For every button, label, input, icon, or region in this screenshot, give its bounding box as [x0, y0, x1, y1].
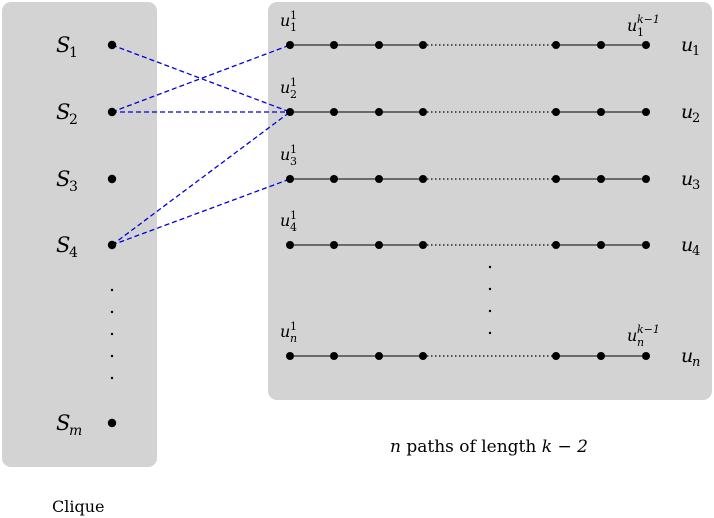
clique-vertex-s2: S 2: [56, 100, 117, 128]
first-node-subscript: 3: [290, 155, 297, 168]
first-node-subscript: 2: [290, 88, 297, 101]
clique-vertex-subscript: 1: [69, 45, 78, 61]
row-label: u: [681, 101, 693, 123]
paths-panel: [268, 2, 712, 400]
first-node-subscript: 4: [290, 221, 297, 234]
first-node-label: u: [280, 211, 290, 230]
paths-caption-text: paths of length: [401, 437, 542, 457]
last-node-subscript: n: [637, 336, 644, 349]
first-node-subscript: n: [290, 332, 297, 345]
path-nodes: [286, 352, 650, 360]
rows-ellipsis: [488, 265, 492, 335]
path-nodes: [286, 241, 650, 249]
clique-node: [107, 107, 117, 117]
path-nodes: [286, 41, 650, 49]
clique-vertex-s4: S 4: [56, 233, 117, 261]
clique-panel: [2, 2, 157, 467]
first-node-superscript: 1: [290, 76, 297, 89]
path-nodes: [286, 108, 650, 116]
row-label: u: [681, 234, 693, 256]
paths-caption-expr: k − 2: [542, 437, 588, 457]
row-label-subscript: 2: [692, 111, 700, 126]
clique-vertex-label: S: [56, 167, 70, 191]
row-label: u: [681, 34, 693, 56]
path-row-2: u 1 2 u 2: [280, 76, 700, 126]
first-node-label: u: [280, 322, 290, 341]
last-node-superscript: k−1: [637, 323, 660, 336]
path-rows: u 1 1 u k−1 1 u 1 u 1 2 u 2: [280, 9, 700, 370]
clique-vertex-label: S: [56, 33, 70, 57]
row-label-subscript: 1: [692, 44, 700, 59]
clique-node: [107, 40, 117, 50]
first-node-superscript: 1: [290, 320, 297, 333]
clique-vertex-subscript: 4: [69, 245, 78, 261]
last-node-label: u: [627, 326, 637, 345]
clique-vertex-s1: S 1: [56, 33, 117, 61]
row-label-subscript: 3: [692, 178, 700, 193]
first-node-label: u: [280, 11, 290, 30]
path-row-3: u 1 3 u 3: [280, 143, 700, 193]
clique-vertex-s3: S 3: [56, 167, 117, 195]
first-node-superscript: 1: [290, 209, 297, 222]
path-nodes: [286, 175, 650, 183]
clique-vertex-subscript: 2: [69, 112, 78, 128]
row-label-subscript: 4: [692, 244, 700, 259]
clique-node: [107, 418, 117, 428]
edge-s4-u2: [111, 111, 291, 246]
row-label-subscript: n: [692, 355, 700, 370]
first-node-label: u: [280, 78, 290, 97]
clique-vertex-sm: S m: [56, 411, 117, 439]
clique-node: [107, 240, 117, 250]
clique-ellipsis: [110, 288, 114, 380]
path-row-1: u 1 1 u k−1 1 u 1: [280, 9, 700, 59]
first-node-label: u: [280, 145, 290, 164]
clique-vertex-subscript: 3: [69, 179, 78, 195]
clique-vertex-label: S: [56, 233, 70, 257]
clique-to-path-edges: [111, 44, 291, 246]
clique-vertex-subscript: m: [69, 423, 82, 439]
row-label: u: [681, 345, 693, 367]
row-label: u: [681, 168, 693, 190]
path-row-4: u 1 4 u 4: [280, 209, 700, 259]
last-node-superscript: k−1: [637, 13, 660, 26]
first-node-subscript: 1: [290, 21, 297, 34]
clique-vertex-label: S: [56, 100, 70, 124]
clique-vertex-label: S: [56, 411, 70, 435]
last-node-label: u: [627, 16, 637, 35]
path-row-n: u 1 n u k−1 n u n: [280, 320, 700, 370]
clique-node: [107, 174, 117, 184]
last-node-subscript: 1: [637, 26, 644, 39]
first-node-superscript: 1: [290, 9, 297, 22]
paths-caption: n paths of length k − 2: [390, 437, 588, 457]
clique-vertices: S 1 S 2 S 3 S 4 S m: [56, 33, 117, 439]
first-node-superscript: 1: [290, 143, 297, 156]
clique-caption: Clique: [52, 497, 105, 516]
paths-caption-var: n: [390, 437, 401, 457]
